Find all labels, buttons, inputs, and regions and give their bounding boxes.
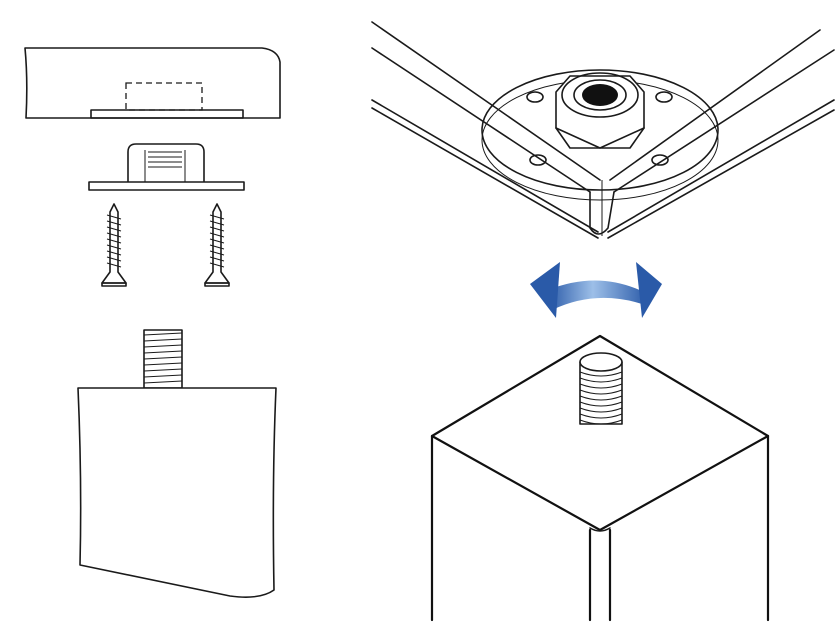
threaded-leg: [77, 329, 277, 598]
wood-screw: [101, 203, 127, 287]
threaded-leg: [430, 334, 770, 622]
plate-thread-lines: [148, 151, 182, 168]
wood-screw: [204, 203, 230, 287]
leg-bolt-threads: [143, 332, 183, 384]
furniture-base: [24, 47, 281, 119]
rotate-arrow-icon: [530, 262, 662, 318]
frame-corner-with-plate: [371, 21, 835, 239]
right-leg-bolt-threads: [579, 371, 623, 425]
mounting-plate: [88, 143, 245, 191]
